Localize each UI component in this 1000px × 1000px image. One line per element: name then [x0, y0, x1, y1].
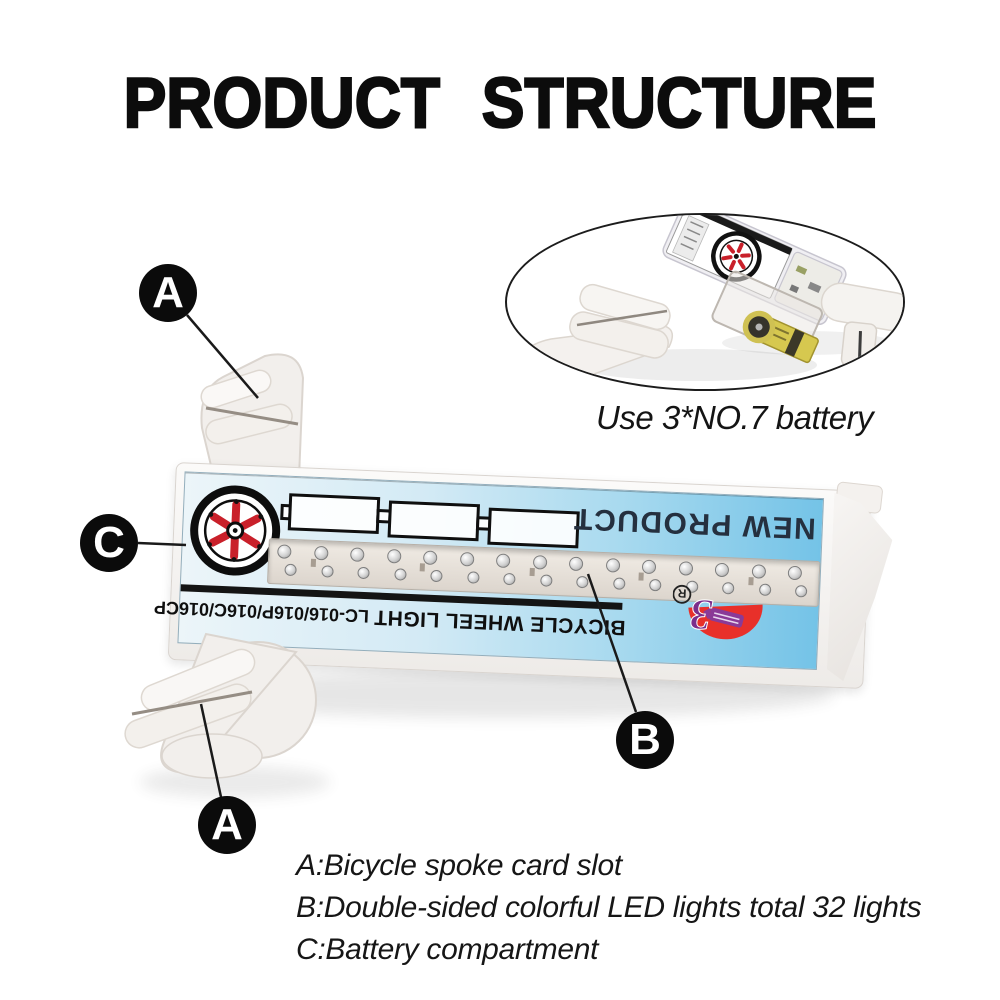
led-dot: [605, 558, 620, 573]
led-dot: [539, 574, 553, 587]
registered-mark-icon: [672, 584, 692, 604]
wheel-logo-icon: [190, 485, 281, 576]
led-pair: [782, 561, 814, 607]
bottom-clip-prong-lower: [124, 683, 252, 749]
wheel-light-product: NEW PRODUCT BICYCLE WHEEL LIGHT LC-016/0…: [154, 462, 872, 689]
top-clip-body: [200, 353, 305, 479]
led-solder-pad: [419, 563, 425, 572]
led-dot: [714, 562, 730, 578]
legend: A:Bicycle spoke card slot B:Double-sided…: [296, 845, 922, 971]
led-pair: [527, 550, 559, 597]
brand-logo-icon: 3 R: [672, 584, 763, 640]
inset-prong-1: [579, 283, 671, 331]
wheel-dots: [207, 499, 264, 562]
top-clip-slot: [205, 406, 299, 426]
led-dot: [320, 565, 334, 578]
legend-line-c: C:Battery compartment: [296, 933, 599, 966]
clip-shadow: [140, 766, 330, 798]
led-dot: [357, 566, 370, 580]
led-pair: [381, 544, 413, 591]
callout-b: B: [616, 711, 674, 769]
led-pair: [454, 547, 486, 594]
bottom-clip-slot: [131, 690, 253, 716]
led-dot: [576, 575, 589, 589]
led-dot: [751, 564, 766, 579]
led-dot: [349, 547, 365, 562]
led-pair: [308, 541, 340, 588]
led-dot: [532, 555, 547, 570]
led-pair: [637, 554, 669, 601]
led-dot: [787, 565, 803, 581]
bottom-clip-foot: [161, 733, 263, 779]
label-product-name: BICYCLE WHEEL LIGHT: [373, 605, 626, 639]
inset-graphics: [522, 215, 903, 385]
led-solder-pad: [638, 572, 644, 581]
callout-c: C: [80, 514, 138, 572]
wheel-spokes: [208, 500, 262, 561]
top-clip-prong-lower: [205, 403, 293, 445]
inset-right-clip: [840, 321, 878, 369]
callout-a-top: A: [139, 264, 197, 322]
callout-a-bottom: A: [198, 796, 256, 854]
led-dot: [503, 572, 516, 586]
legend-line-b: B:Double-sided colorful LED lights total…: [296, 891, 922, 924]
led-solder-pad: [310, 558, 316, 567]
led-dot: [284, 563, 297, 577]
led-pair: [272, 539, 304, 586]
led-dot: [641, 559, 657, 575]
led-dot: [612, 577, 626, 590]
battery-inset-photo: [505, 213, 905, 391]
product-right-tip: [826, 493, 894, 683]
led-pair: [564, 551, 596, 598]
label-new-product-text: NEW PRODUCT: [572, 501, 817, 545]
label-model-codes: LC-016/016P/016C/016CP: [153, 597, 375, 627]
led-dot: [495, 553, 511, 569]
led-dot: [459, 551, 474, 567]
top-clip-prong-upper: [200, 369, 272, 409]
brand-pen-shape: [703, 607, 744, 628]
led-pair: [491, 548, 523, 595]
led-dot: [386, 548, 402, 564]
led-dot: [430, 569, 443, 583]
led-dot: [393, 568, 407, 581]
inset-battery: [742, 310, 819, 364]
led-dot: [568, 556, 584, 572]
legend-line-a: A:Bicycle spoke card slot: [296, 849, 622, 882]
led-dot: [277, 544, 292, 559]
top-spoke-clip: [200, 353, 305, 479]
inset-slot: [576, 309, 668, 327]
led-pair: [345, 542, 377, 589]
page-title: PRODUCT STRUCTURE: [122, 62, 877, 144]
led-dot: [422, 550, 438, 566]
registered-mark-letter: R: [677, 586, 687, 600]
brand-number: 3: [689, 590, 714, 640]
led-dot: [313, 545, 329, 561]
led-dot: [466, 571, 480, 584]
led-solder-pad: [529, 567, 535, 577]
leader-line-a-top: [186, 314, 259, 399]
led-dot: [794, 585, 808, 598]
leader-line-a-bottom: [199, 703, 223, 798]
led-dot: [678, 561, 693, 576]
led-pair: [600, 553, 632, 600]
battery-schematic-icon: [280, 493, 580, 549]
led-pair: [418, 545, 450, 592]
product-label: NEW PRODUCT BICYCLE WHEEL LIGHT LC-016/0…: [154, 471, 825, 671]
led-dot: [649, 578, 662, 592]
inset-caption: Use 3*NO.7 battery: [596, 399, 874, 436]
